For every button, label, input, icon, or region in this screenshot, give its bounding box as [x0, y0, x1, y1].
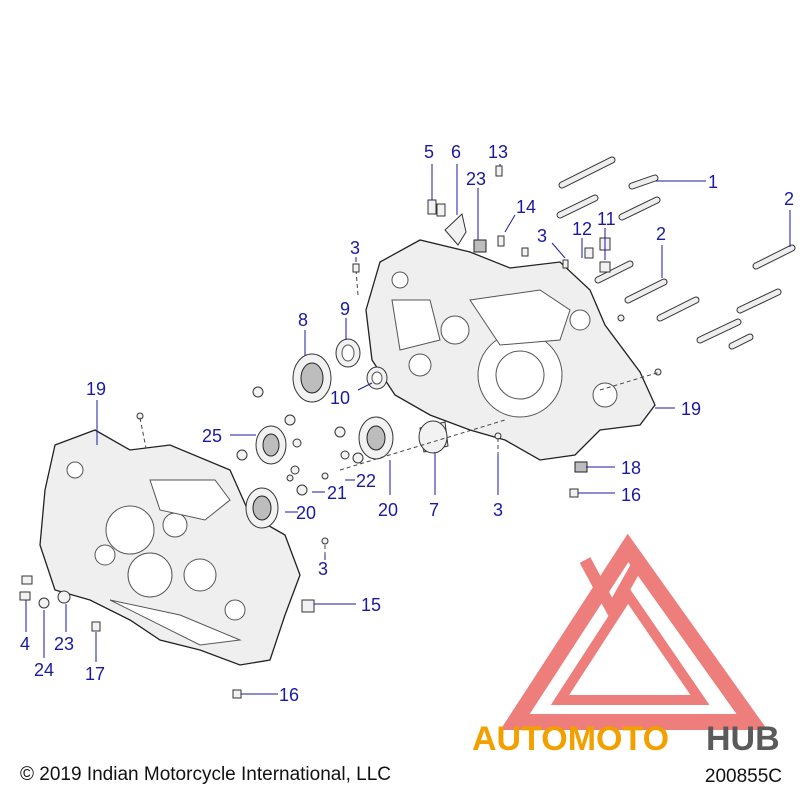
callout-3: 3: [537, 226, 547, 246]
callout-23: 23: [466, 169, 486, 189]
callout-7: 7: [429, 500, 439, 520]
callout-2: 2: [784, 189, 794, 209]
watermark-brand-part2: HUB: [706, 720, 780, 758]
callout-16: 16: [621, 485, 641, 505]
copyright-notice: © 2019 Indian Motorcycle International, …: [20, 764, 391, 785]
callout-11: 11: [597, 209, 616, 229]
callout-21: 21: [327, 483, 347, 503]
callout-6: 6: [451, 142, 461, 162]
bearings-center: [19, 314, 662, 699]
alignment-lines: [139, 371, 661, 560]
automotohub-logo: [500, 533, 768, 730]
figure-number: 200855C: [704, 766, 782, 787]
callout-23: 23: [54, 634, 74, 654]
callout-3: 3: [493, 500, 503, 520]
callout-5: 5: [424, 142, 434, 162]
callout-4: 4: [20, 634, 30, 654]
right-crankcase: [365, 239, 656, 461]
callout-2: 2: [656, 224, 666, 244]
callout-12: 12: [572, 219, 592, 239]
case-bolts: [556, 156, 796, 350]
leader-lines: [25, 164, 791, 695]
top-small-parts: [352, 165, 569, 296]
callout-19: 19: [681, 399, 701, 419]
callout-25: 25: [202, 426, 222, 446]
callout-19: 19: [86, 379, 106, 399]
callout-15: 15: [361, 595, 381, 615]
callout-17: 17: [85, 664, 105, 684]
callout-8: 8: [298, 310, 308, 330]
callout-20: 20: [378, 500, 398, 520]
callout-1: 1: [708, 172, 718, 192]
callout-10: 10: [330, 388, 350, 408]
callout-labels: 1 2 2 3 3 3 3 4 5 6 7 8 9 10 11 12 13 14…: [20, 142, 794, 705]
callout-24: 24: [34, 660, 54, 680]
callout-16: 16: [279, 685, 299, 705]
callout-20: 20: [296, 503, 316, 523]
callout-3: 3: [318, 559, 328, 579]
callout-14: 14: [516, 197, 536, 217]
left-crankcase: [39, 429, 301, 666]
callout-3: 3: [350, 238, 360, 258]
callout-18: 18: [621, 458, 641, 478]
callout-9: 9: [340, 299, 350, 319]
callout-22: 22: [356, 471, 376, 491]
watermark-brand-part1: AUTOMOTO: [472, 720, 669, 758]
callout-13: 13: [488, 142, 508, 162]
